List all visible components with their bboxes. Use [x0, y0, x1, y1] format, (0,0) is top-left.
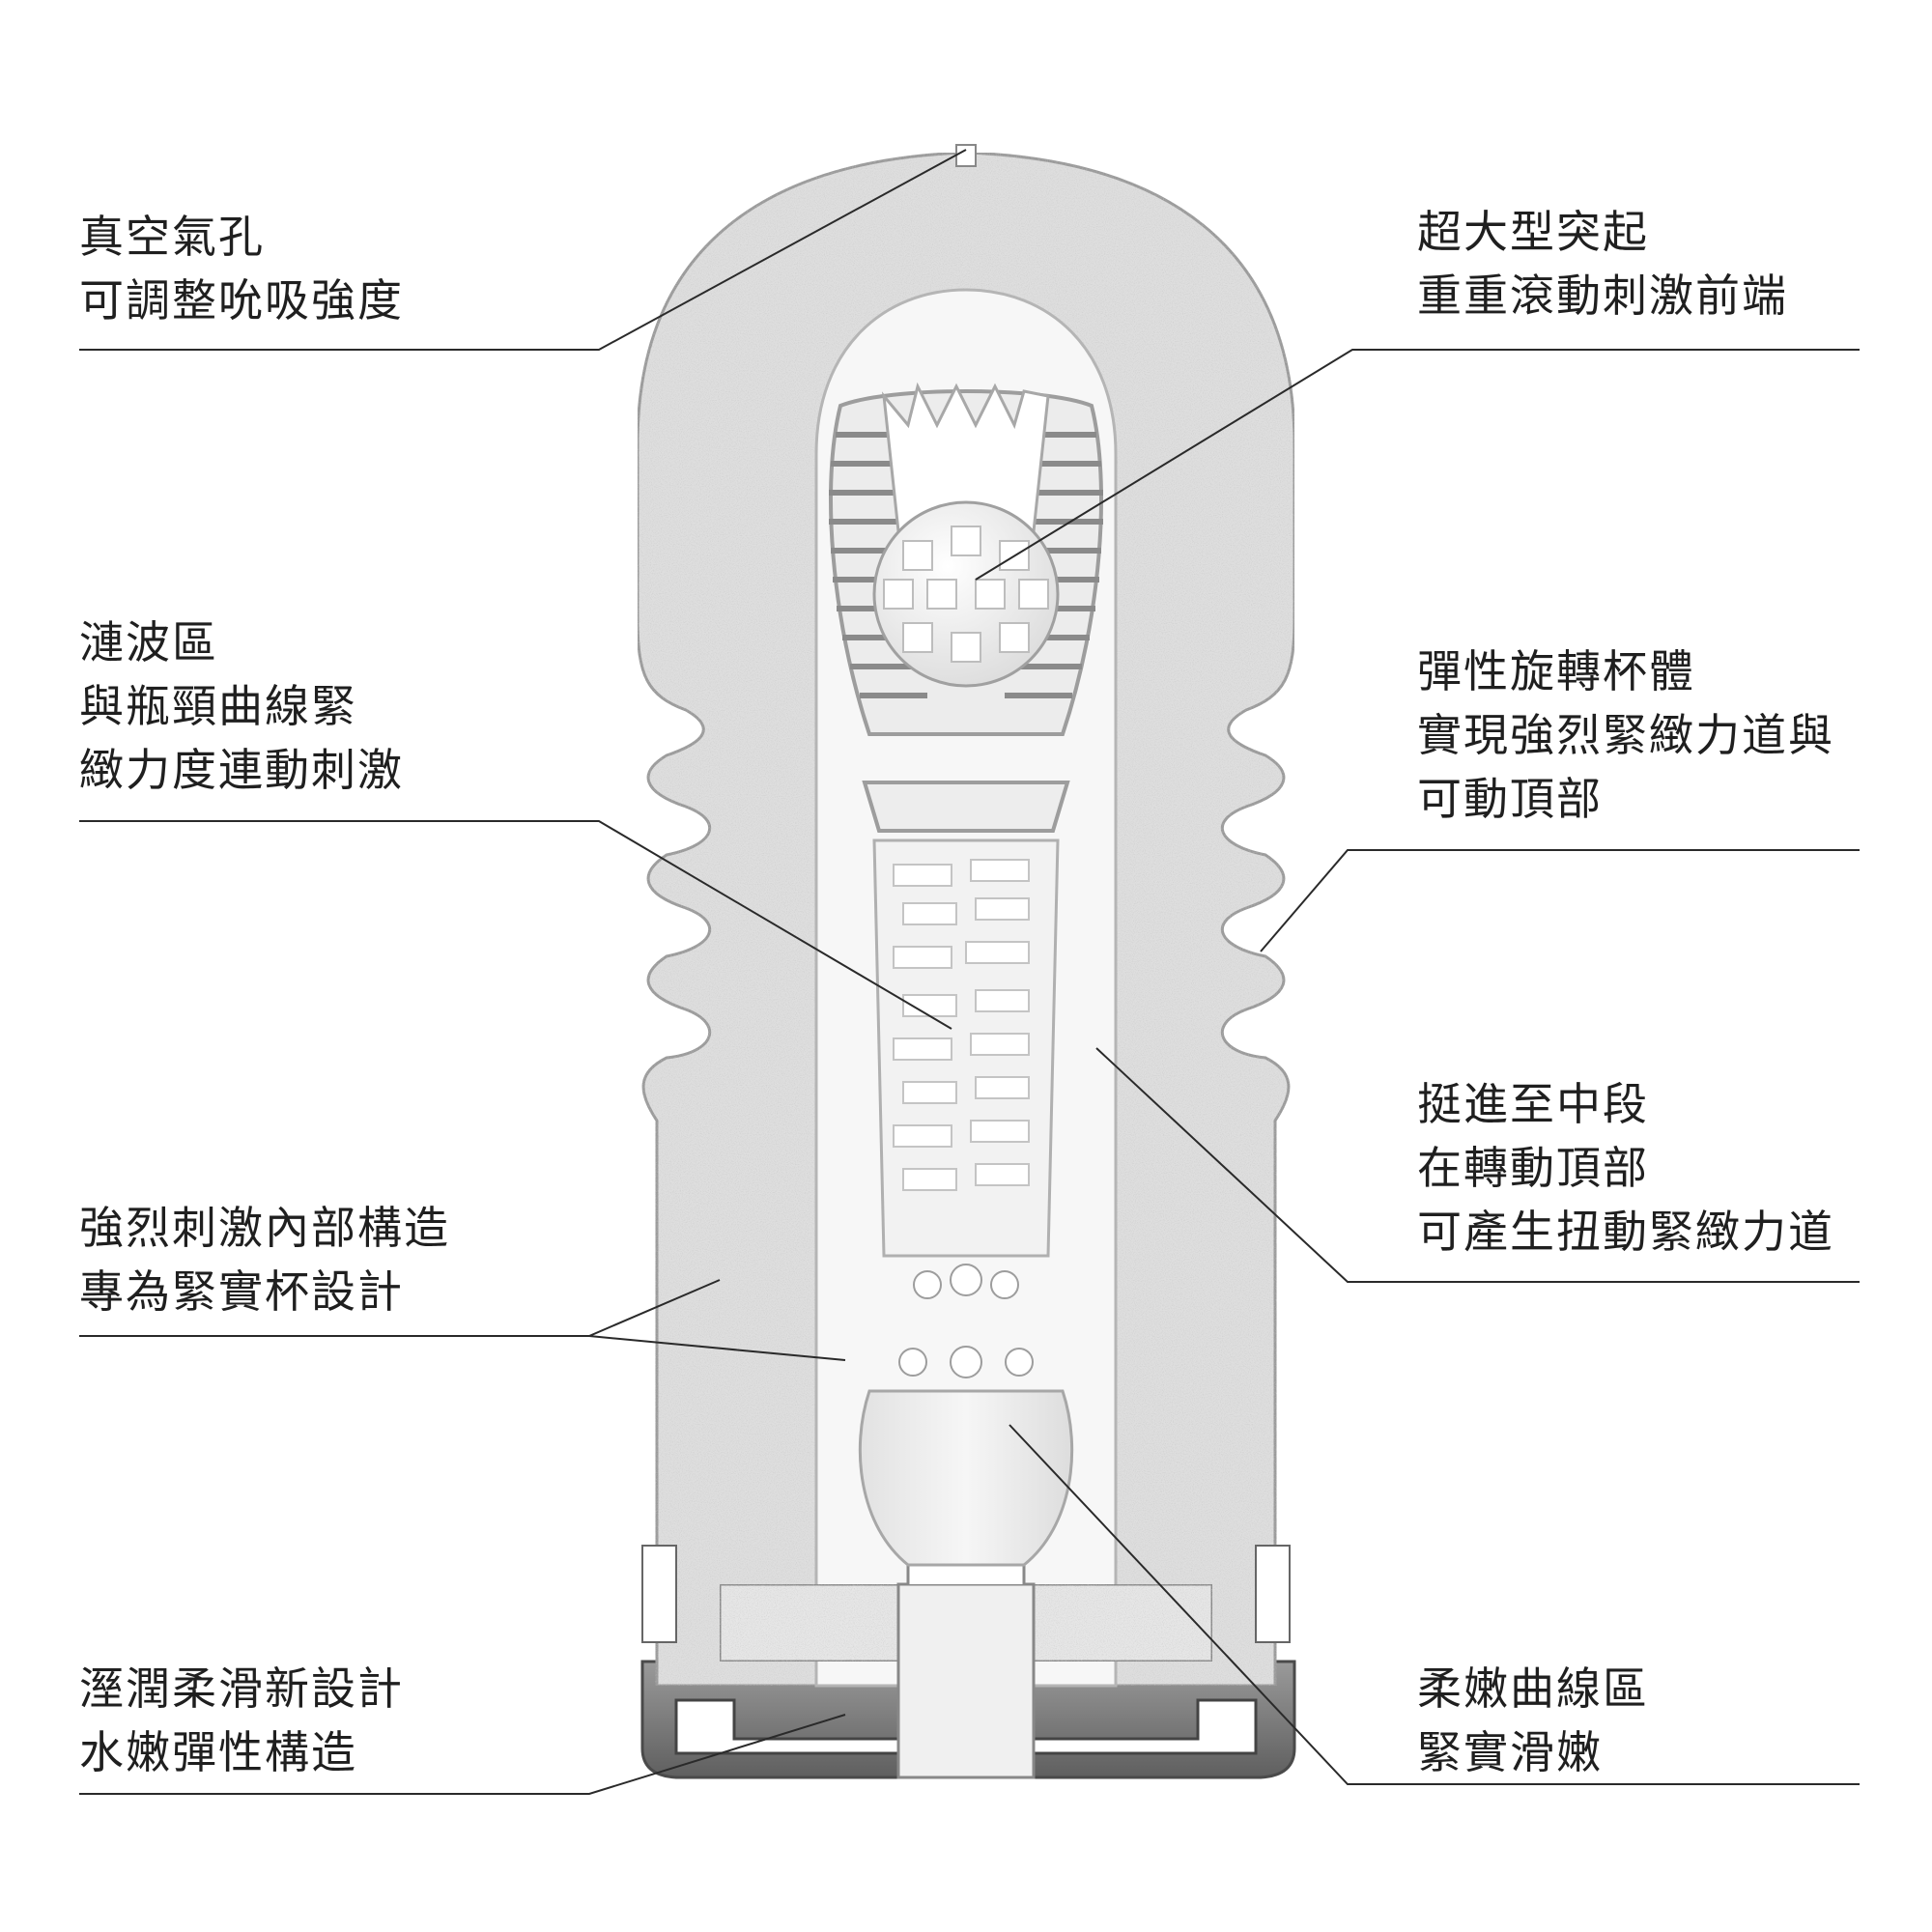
callout-line: 超大型突起: [1417, 206, 1649, 258]
callout-line: 專為緊實杯設計: [79, 1265, 404, 1318]
leader-thrust: [1095, 1047, 1860, 1283]
callout-line: 實現強烈緊緻力道與: [1417, 709, 1834, 761]
callout-line: 溼潤柔滑新設計: [79, 1662, 404, 1715]
leader-intense-b: [588, 1335, 846, 1361]
base-housing: [641, 1545, 1291, 1779]
callout-line: 與瓶頸曲線緊: [79, 680, 357, 732]
leader-lines: [79, 149, 1860, 1795]
callout-soft-curve: 柔嫩曲線區 緊實滑嫩: [1417, 1657, 1649, 1784]
callout-line: 漣波區: [79, 616, 218, 668]
callout-line: 可調整吮吸強度: [79, 274, 404, 327]
callout-line: 緊實滑嫩: [1417, 1726, 1603, 1778]
callout-line: 在轉動頂部: [1417, 1142, 1649, 1194]
leader-vacuum: [79, 149, 967, 351]
callout-line: 柔嫩曲線區: [1417, 1662, 1649, 1715]
soft-curve-bulb: [858, 1389, 1074, 1567]
oversized-bump-sphere: [872, 500, 1060, 688]
callout-ripple-zone: 漣波區 與瓶頸曲線緊 緻力度連動刺激: [79, 611, 404, 802]
vacuum-hole-notch: [955, 144, 977, 167]
callout-line: 緻力度連動刺激: [79, 744, 404, 796]
leader-ripple: [79, 820, 952, 1030]
callout-line: 彈性旋轉杯體: [1417, 645, 1695, 697]
callout-intense-structure: 強烈刺激內部構造 專為緊實杯設計: [79, 1196, 450, 1323]
textured-channel: [872, 838, 1060, 1378]
callout-line: 可動頂部: [1417, 773, 1603, 825]
ripple-ring: [862, 781, 1070, 833]
callout-moist-base: 溼潤柔滑新設計 水嫩彈性構造: [79, 1657, 404, 1784]
leader-moist: [79, 1714, 846, 1795]
callout-elastic-body: 彈性旋轉杯體 實現強烈緊緻力道與 可動頂部: [1417, 639, 1834, 831]
leader-oversized: [975, 349, 1860, 581]
callout-line: 強烈刺激內部構造: [79, 1202, 450, 1254]
callout-line: 重重滾動刺激前端: [1417, 270, 1788, 322]
callout-vacuum-hole: 真空氣孔 可調整吮吸強度: [79, 205, 404, 332]
leader-soft: [1009, 1424, 1860, 1785]
callout-line: 水嫩彈性構造: [79, 1726, 357, 1778]
callout-line: 可產生扭動緊緻力道: [1417, 1206, 1834, 1258]
leader-elastic: [1260, 849, 1860, 952]
callout-line: 挺進至中段: [1417, 1078, 1649, 1130]
callout-line: 真空氣孔: [79, 211, 265, 263]
callout-thrust-mid: 挺進至中段 在轉動頂部 可產生扭動緊緻力道: [1417, 1072, 1834, 1264]
callout-oversized-bump: 超大型突起 重重滾動刺激前端: [1417, 200, 1788, 327]
